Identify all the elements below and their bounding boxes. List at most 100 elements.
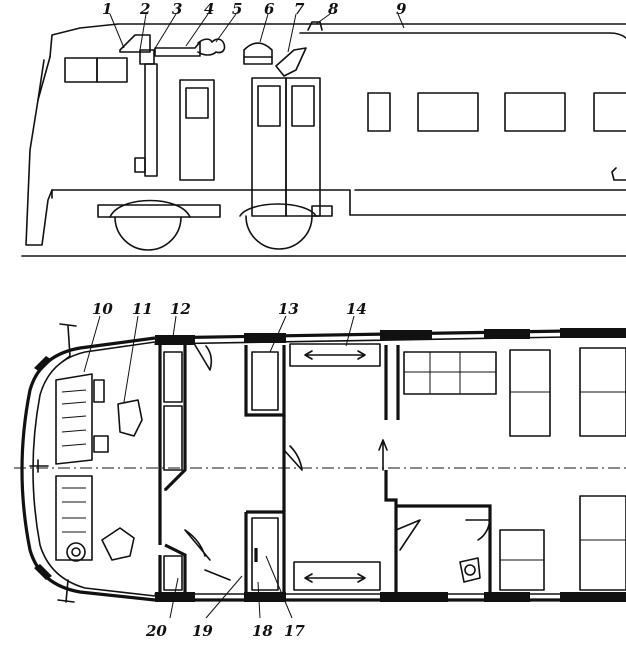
driver-seat bbox=[117, 399, 143, 437]
desk-instrument bbox=[93, 379, 105, 403]
rear-wheel bbox=[245, 215, 313, 250]
nose-edge bbox=[37, 59, 45, 101]
boom-arm bbox=[154, 41, 201, 57]
wall-block-top-5 bbox=[560, 328, 626, 338]
sliding-arrow-bottom bbox=[304, 573, 366, 583]
double-door-right bbox=[285, 77, 321, 217]
wall-block-bot-1 bbox=[155, 592, 195, 602]
wall-block-bot-4 bbox=[484, 592, 530, 602]
wall-block-bot-5 bbox=[560, 592, 626, 602]
callouts: 1 2 3 4 5 6 7 8 9 10 11 12 13 14 20 19 1… bbox=[92, 0, 407, 640]
leaders bbox=[83, 13, 405, 619]
corner-post-top bbox=[34, 356, 52, 372]
control-desk bbox=[55, 373, 93, 465]
closet-17-inner bbox=[251, 517, 279, 591]
window-d bbox=[593, 92, 626, 132]
front-light bbox=[29, 459, 49, 473]
toilet-door-swing bbox=[395, 519, 421, 551]
callout-3: 3 bbox=[172, 0, 182, 18]
toilet-bowl-ring bbox=[464, 564, 476, 576]
cab-window-2 bbox=[96, 57, 128, 83]
roof-light bbox=[243, 42, 273, 65]
callout-4: 4 bbox=[204, 0, 214, 18]
bulkhead-v-top bbox=[164, 469, 186, 491]
roof-line bbox=[49, 23, 626, 58]
desk-lower bbox=[55, 475, 93, 561]
callout-19: 19 bbox=[192, 622, 213, 640]
side-door-window bbox=[185, 87, 209, 119]
cab-door-swing bbox=[184, 529, 211, 561]
locker-mid bbox=[163, 405, 183, 471]
cab-door-swing-top bbox=[194, 344, 213, 371]
seat-seams-top bbox=[404, 352, 626, 394]
callout-17: 17 bbox=[284, 622, 305, 640]
sliding-door-bottom bbox=[293, 561, 381, 591]
side-mark bbox=[611, 167, 626, 181]
mirror-bottom bbox=[57, 579, 75, 603]
wall-block-top-2 bbox=[244, 333, 286, 343]
bogie-frame bbox=[97, 204, 221, 218]
toilet-walls bbox=[396, 504, 492, 594]
window-b bbox=[417, 92, 479, 132]
cab-inner-outline bbox=[32, 341, 156, 597]
cab-nose bbox=[25, 56, 53, 246]
callout-5: 5 bbox=[232, 0, 242, 18]
window-a bbox=[367, 92, 391, 132]
callout-13: 13 bbox=[278, 300, 299, 318]
desk-knob-box bbox=[93, 435, 109, 453]
window-c bbox=[504, 92, 566, 132]
wall-block-bot-2 bbox=[244, 592, 286, 602]
callout-12: 12 bbox=[170, 300, 191, 318]
steering-hub bbox=[71, 547, 81, 557]
locker-bottom bbox=[163, 555, 183, 591]
assistant-seat bbox=[101, 527, 135, 561]
callout-11: 11 bbox=[132, 300, 153, 318]
roof-conduit bbox=[299, 32, 626, 39]
sliding-door-top bbox=[289, 343, 381, 367]
toilet-bowl bbox=[459, 557, 481, 583]
double-door-left bbox=[251, 77, 287, 217]
closet-13 bbox=[244, 345, 286, 417]
passage-bulkhead bbox=[384, 345, 398, 594]
callout-2: 2 bbox=[139, 0, 150, 18]
locker-top bbox=[163, 351, 183, 403]
steering-wheel bbox=[66, 542, 86, 562]
toilet-swing-2 bbox=[465, 519, 491, 541]
mast-post bbox=[144, 63, 158, 177]
cab-window-1 bbox=[64, 57, 98, 83]
callout-8: 8 bbox=[328, 0, 339, 18]
side-door bbox=[179, 79, 215, 181]
wall-block-top-4 bbox=[484, 329, 530, 339]
front-wheel bbox=[114, 216, 182, 251]
direction-arrow bbox=[378, 439, 388, 471]
body-skirt bbox=[51, 189, 626, 216]
door-window-right bbox=[291, 85, 315, 127]
callout-10: 10 bbox=[92, 300, 113, 318]
antenna-bracket bbox=[275, 47, 307, 77]
axle-box bbox=[109, 199, 191, 218]
desk-panels bbox=[61, 389, 87, 533]
buffer-box bbox=[311, 205, 333, 217]
callout-20: 20 bbox=[145, 622, 167, 640]
plan-view bbox=[14, 323, 626, 603]
mast-foot bbox=[134, 157, 146, 173]
roof-vent bbox=[307, 21, 323, 31]
horn-coil bbox=[197, 38, 226, 56]
wall-block-top-1 bbox=[155, 335, 195, 345]
seat-seams-bot bbox=[500, 539, 626, 561]
callout-1: 1 bbox=[102, 0, 112, 18]
seat-bench-top-1 bbox=[403, 351, 497, 395]
seat-bench-bot-2 bbox=[579, 495, 626, 591]
seat-bench-top-2 bbox=[509, 349, 551, 437]
sliding-arrow-top bbox=[304, 350, 366, 360]
callout-6: 6 bbox=[264, 0, 275, 18]
wall-block-bot-3 bbox=[380, 592, 448, 602]
closet-13-inner bbox=[251, 351, 279, 411]
wall-block-top-3 bbox=[380, 330, 432, 340]
partition-door-swing bbox=[283, 445, 303, 471]
side-elevation-view bbox=[21, 21, 626, 257]
callout-14: 14 bbox=[346, 300, 367, 318]
door-swing-bottom bbox=[204, 569, 231, 581]
